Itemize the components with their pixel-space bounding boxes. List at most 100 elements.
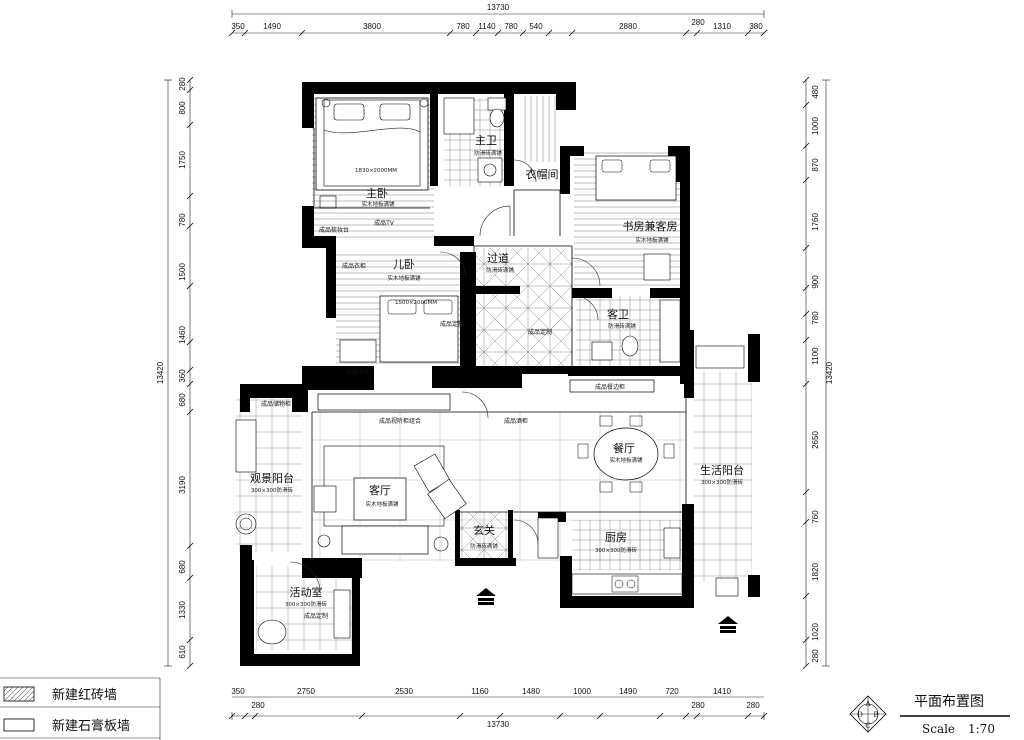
dimension-tick xyxy=(228,712,236,720)
dimension-tick xyxy=(744,712,752,720)
note-tv-cabinet: 成品视听柜组合 xyxy=(379,417,421,425)
dimension-tick xyxy=(802,518,810,526)
note-kitchen-tile: 300×300防滑砖 xyxy=(595,546,638,554)
dim-left-seg: 610 xyxy=(178,645,187,659)
dimension-tick xyxy=(186,408,194,416)
dressing-stool xyxy=(319,195,337,209)
dimension-tick xyxy=(596,712,604,720)
dimension-tick xyxy=(802,142,810,150)
dimension-tick xyxy=(446,29,454,37)
dimension-tick xyxy=(358,712,366,720)
dim-right-seg: 1000 xyxy=(811,117,820,135)
note-view-storage: 成品储物柜 xyxy=(261,400,291,408)
dimension-tick xyxy=(802,380,810,388)
dimension-tick xyxy=(496,712,504,720)
note-corridor-floor: 防滑砖满铺 xyxy=(486,266,514,274)
entry-arrow-icon xyxy=(476,588,496,605)
dimension-tick xyxy=(494,29,502,37)
note-kids-custom: 成品定制 xyxy=(440,320,464,328)
note-guest-bath-floor: 防滑砖满铺 xyxy=(608,322,636,330)
dimension-tick xyxy=(556,712,564,720)
dim-left-seg: 1500 xyxy=(178,263,187,281)
dimension-tick xyxy=(802,662,810,670)
dim-right-total: 13420 xyxy=(825,361,834,384)
kids-bed xyxy=(339,295,459,363)
dimension-tick xyxy=(456,712,464,720)
room-view-balcony: 观景阳台 xyxy=(250,471,294,485)
legend-swatch-brick xyxy=(3,686,35,702)
note-master-bed-size: 1830×2000MM xyxy=(355,168,397,174)
note-dressing-table: 成品梳妆台 xyxy=(319,226,349,234)
sofa-set xyxy=(313,445,467,555)
dimension-tick xyxy=(186,222,194,230)
entry-arrow-icon xyxy=(718,616,738,633)
dim-left-total: 13420 xyxy=(156,361,165,384)
note-custom-tv: 成品TV xyxy=(374,219,395,227)
dim-left-seg: 1330 xyxy=(178,601,187,619)
dim-bottom-seg: 350 xyxy=(231,687,245,696)
dimension-tick xyxy=(802,76,810,84)
dim-right-seg: 2650 xyxy=(811,431,820,449)
dimension-top: 13730 350 1490 3800 780 1140 780 540 288… xyxy=(228,3,768,37)
room-study-guest: 书房兼客房 xyxy=(623,219,678,233)
room-corridor: 过道 xyxy=(487,251,509,265)
dim-bottom-total: 13730 xyxy=(487,720,510,729)
badge-letter: B xyxy=(873,711,878,719)
dim-left-seg: 3190 xyxy=(178,476,187,494)
dim-left-seg: 800 xyxy=(178,101,187,115)
dim-right-seg: 1760 xyxy=(811,213,820,231)
dim-top-seg: 540 xyxy=(529,22,543,31)
walls xyxy=(240,82,760,666)
dim-bottom-seg: 280 xyxy=(251,701,265,710)
dimension-tick xyxy=(802,488,810,496)
kitchen-counter xyxy=(571,527,683,595)
dimension-tick xyxy=(802,592,810,600)
note-kids-wardrobe: 成品衣柜 xyxy=(342,262,366,270)
tv-cabinet xyxy=(317,393,451,411)
service-balcony-fixtures xyxy=(695,345,745,597)
dimension-tick xyxy=(186,574,194,582)
study-bed xyxy=(595,155,677,281)
dimension-tick xyxy=(682,712,690,720)
dimension-tick xyxy=(251,712,259,720)
dimension-tick xyxy=(802,310,810,318)
dim-left-seg: 1750 xyxy=(178,151,187,169)
dim-bottom-seg: 1000 xyxy=(573,687,591,696)
dim-left-seg: 1460 xyxy=(178,326,187,344)
dimension-left: 13420 280 800 1750 780 1500 1460 360 680… xyxy=(156,76,194,670)
dimension-tick xyxy=(802,176,810,184)
annotation-notes: 1830×2000MM 实木地板满铺 防滑砖满铺 成品梳妆台 成品TV 成品衣柜… xyxy=(251,149,744,620)
dim-top-seg: 2880 xyxy=(619,22,637,31)
dim-right-seg: 870 xyxy=(811,158,820,172)
dimension-tick xyxy=(802,244,810,252)
note-master-floor: 实木地板满铺 xyxy=(361,200,395,208)
dim-left-seg: 280 xyxy=(178,77,187,91)
dimension-tick xyxy=(186,121,194,129)
dim-left-seg: 360 xyxy=(178,369,187,383)
dimension-tick xyxy=(186,86,194,94)
dimension-tick xyxy=(656,712,664,720)
dim-top-seg: 380 xyxy=(749,22,763,31)
dim-right-seg: 1020 xyxy=(811,623,820,641)
dim-right-seg: 480 xyxy=(811,85,820,99)
dim-top-seg: 1310 xyxy=(713,22,731,31)
dim-right-seg: 900 xyxy=(811,275,820,289)
note-custom-shoe: 成品定制 xyxy=(528,328,552,336)
legend-swatch-gypsum xyxy=(3,718,35,732)
dimension-tick xyxy=(186,282,194,290)
dimension-tick xyxy=(186,542,194,550)
dimension-tick xyxy=(545,29,553,37)
dimension-tick xyxy=(693,712,701,720)
room-dining: 餐厅 xyxy=(613,441,635,455)
dimension-tick xyxy=(760,712,768,720)
dimension-tick xyxy=(298,29,306,37)
dim-top-seg: 280 xyxy=(691,18,705,27)
note-service-tile: 300×300防滑砖 xyxy=(701,478,744,486)
sideboard xyxy=(569,379,655,393)
dimension-tick xyxy=(802,636,810,644)
badge-letter: D xyxy=(857,711,863,719)
master-bath-fixtures xyxy=(443,97,507,183)
dimension-tick xyxy=(241,29,249,37)
dim-bottom-seg: 280 xyxy=(691,701,705,710)
